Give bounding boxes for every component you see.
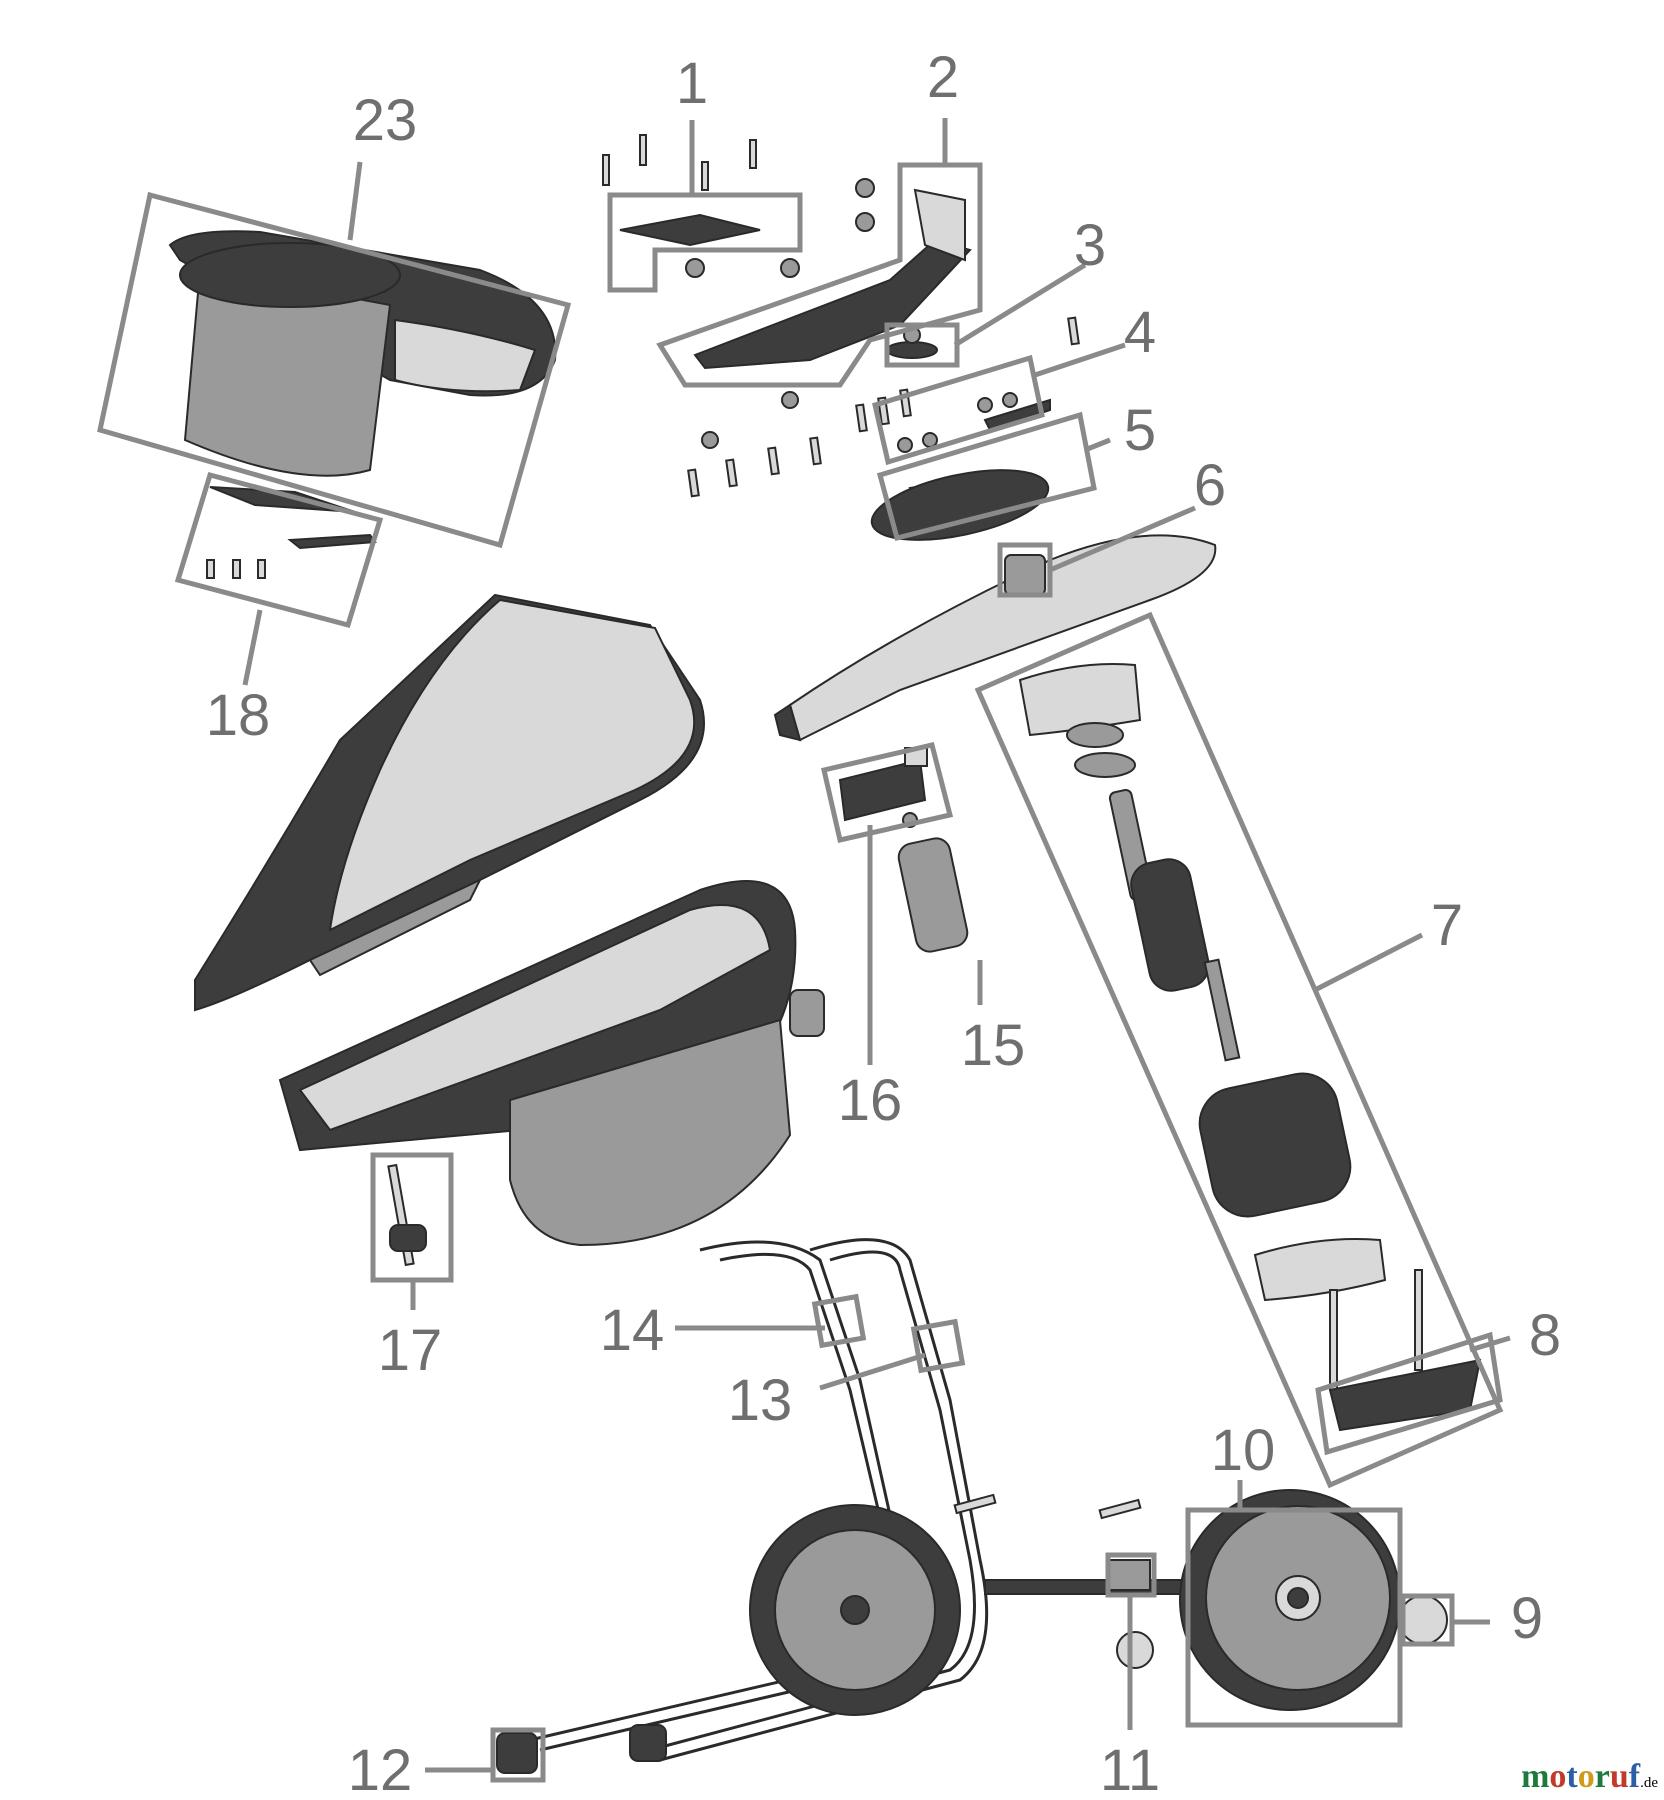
callout-15: 15 (961, 1013, 1026, 1078)
watermark-text: motoruf (1521, 1758, 1640, 1795)
callout-11: 11 (1100, 1738, 1160, 1800)
frame-6 (997, 542, 1053, 598)
frame-23 (97, 191, 572, 549)
callout-4: 4 (1124, 300, 1156, 365)
callout-numbers: 1 2 3 4 5 6 7 8 9 10 11 12 13 14 15 16 1… (206, 45, 1561, 1800)
part-motor-assembly (1018, 663, 1423, 1391)
part-right-wheel (1179, 1489, 1401, 1711)
part-blade-disc (870, 392, 1051, 541)
callout-8: 8 (1529, 1303, 1561, 1368)
callout-5: 5 (1124, 398, 1156, 463)
part-brush-holder (1328, 1358, 1482, 1432)
callout-12: 12 (348, 1738, 413, 1800)
part-switch (838, 747, 928, 822)
frame-12 (490, 1727, 546, 1783)
callout-1: 1 (676, 51, 708, 116)
part-cutting-plate (693, 178, 972, 370)
callout-frames (97, 162, 1504, 1783)
callout-16: 16 (838, 1068, 903, 1133)
callout-18: 18 (206, 683, 271, 748)
callout-17: 17 (378, 1318, 443, 1383)
frame-10 (1185, 1507, 1403, 1728)
part-hub-cap (1398, 1595, 1448, 1645)
frame-16 (821, 742, 954, 843)
callout-2: 2 (927, 45, 959, 110)
frame-18 (174, 471, 384, 629)
watermark-letter: o (1549, 1758, 1567, 1795)
callout-9: 9 (1511, 1586, 1543, 1651)
frame-2 (656, 162, 983, 388)
frame-14 (811, 1293, 867, 1349)
callout-7: 7 (1431, 893, 1463, 958)
frame-1 (607, 192, 803, 293)
watermark-logo: motoruf.de (1521, 1758, 1658, 1796)
callout-10: 10 (1211, 1418, 1276, 1483)
callout-6: 6 (1194, 453, 1226, 518)
callout-14: 14 (600, 1298, 665, 1363)
watermark-suffix: .de (1640, 1775, 1658, 1791)
part-lower-housing (278, 880, 825, 1247)
watermark-letter: m (1521, 1758, 1550, 1795)
part-blade-carrier (773, 534, 1217, 742)
part-axle-bushing (953, 1493, 1154, 1669)
callout-23: 23 (353, 88, 418, 153)
part-upper-housing (194, 593, 705, 1012)
frame-4 (872, 354, 1045, 466)
watermark-letter: f (1628, 1758, 1641, 1795)
part-guard-bracket (602, 134, 800, 278)
part-capacitor (897, 812, 969, 953)
part-end-caps (496, 1724, 667, 1774)
watermark-letter: t (1566, 1758, 1578, 1795)
frame-8 (1315, 1331, 1503, 1456)
watermark-letter: u (1609, 1758, 1629, 1795)
frame-5 (876, 411, 1097, 542)
leader-lines (242, 118, 1511, 1773)
watermark-letter: o (1577, 1758, 1595, 1795)
watermark-letter: r (1594, 1758, 1610, 1795)
part-adjuster-knob (387, 1163, 427, 1267)
frame-7 (974, 611, 1504, 1489)
part-left-wheel (749, 1504, 961, 1716)
callout-13: 13 (728, 1368, 793, 1433)
frame-13 (910, 1318, 966, 1374)
part-hopper-funnel (168, 230, 557, 477)
callout-3: 3 (1074, 213, 1106, 278)
